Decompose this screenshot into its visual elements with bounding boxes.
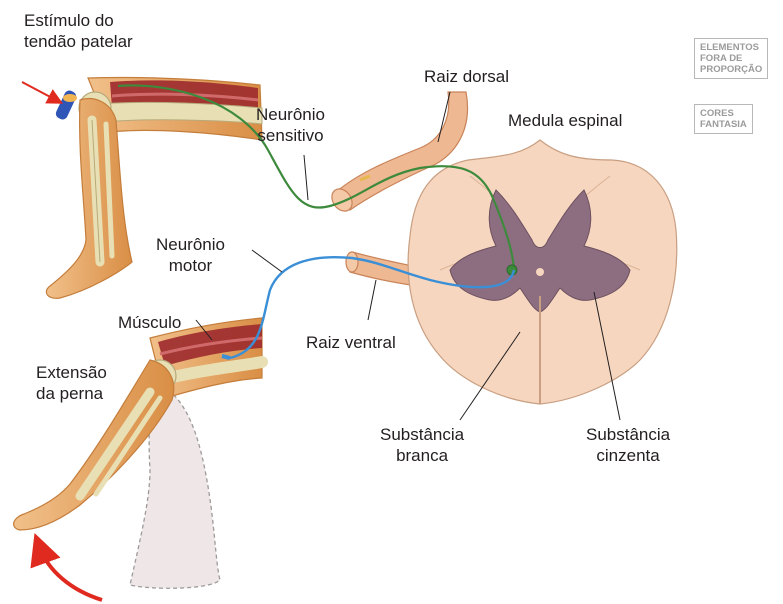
leader-ventral-root [368, 280, 376, 320]
label-ventral-root: Raiz ventral [306, 332, 396, 353]
label-leg-extension: Extensão da perna [36, 362, 107, 404]
spinal-cord-section [408, 140, 677, 404]
label-muscle: Músculo [118, 312, 181, 333]
label-gray-matter: Substância cinzenta [586, 424, 670, 466]
lower-leg-illustration [14, 318, 262, 600]
extension-arrow-icon [40, 548, 102, 600]
label-motor-neuron: Neurônio motor [156, 234, 225, 276]
stimulus-arrow-icon [22, 82, 56, 100]
badge-out-of-scale: ELEMENTOS FORA DE PROPORÇÃO [694, 38, 768, 79]
central-canal [536, 268, 544, 276]
leader-sensory [304, 155, 308, 200]
label-spinal-cord: Medula espinal [508, 110, 622, 131]
leader-motor [252, 250, 282, 272]
label-stimulus: Estímulo do tendão patelar [24, 10, 133, 52]
label-white-matter: Substância branca [380, 424, 464, 466]
badge-fantasy-colors: CORES FANTASIA [694, 104, 753, 134]
label-sensory-neuron: Neurônio sensitivo [256, 104, 325, 146]
patellar-hammer-icon [54, 89, 78, 121]
upper-leg-illustration [22, 77, 262, 298]
label-dorsal-root: Raiz dorsal [424, 66, 509, 87]
